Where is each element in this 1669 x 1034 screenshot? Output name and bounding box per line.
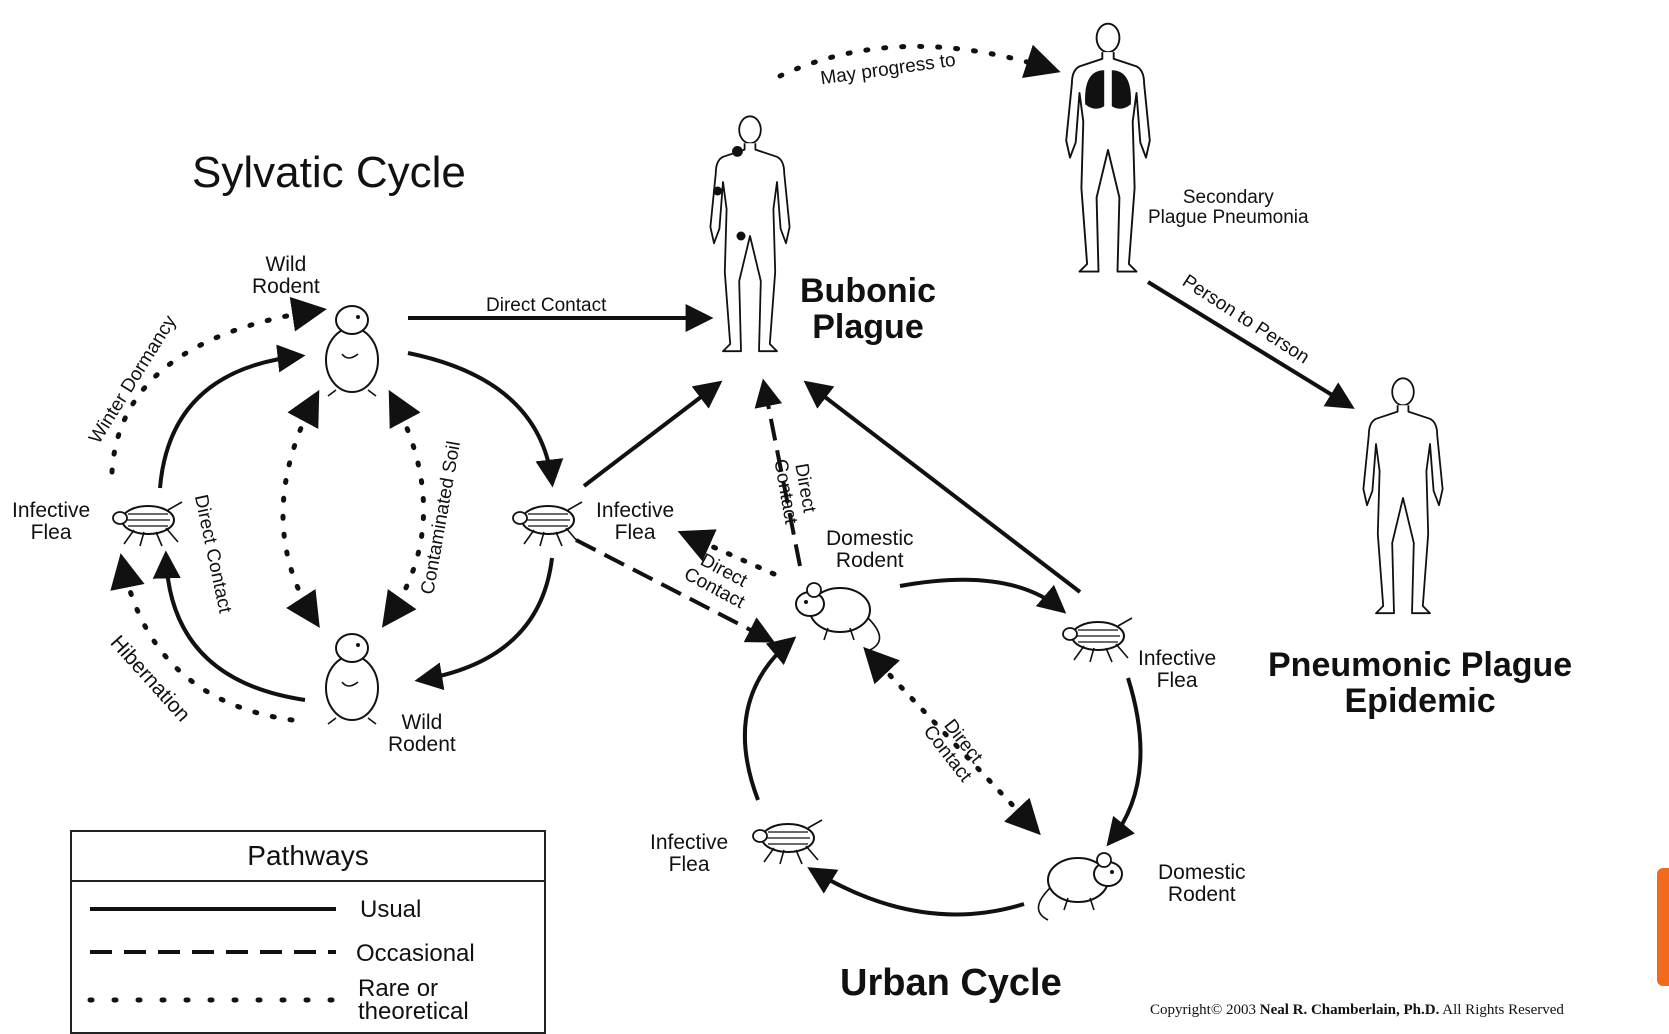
copyright-notice: Copyright© 2003 Neal R. Chamberlain, Ph.… xyxy=(1150,1003,1564,1019)
urban-cycle-title: Urban Cycle xyxy=(840,964,1062,1004)
bubonic-human-figure xyxy=(710,116,789,351)
copyright-author: Neal R. Chamberlain, Ph.D. xyxy=(1260,1002,1440,1018)
domestic-rodent-top-figure xyxy=(796,583,880,650)
flea-to-bubonic-arrow xyxy=(584,384,718,486)
domestic-rodent-top-label: Domestic Rodent xyxy=(826,528,914,572)
legend-usual-label: Usual xyxy=(360,896,421,924)
direct-contact-label-top: Direct Contact xyxy=(486,296,606,316)
wild-rodent-top-label: Wild Rodent xyxy=(252,254,320,298)
legend-title: Pathways xyxy=(72,832,544,882)
pathways-legend: Pathways Usual Occasional Rare or theore… xyxy=(70,830,546,1034)
pneumonic-human-figure xyxy=(1363,378,1442,613)
orange-accent-tab xyxy=(1657,868,1669,986)
wild-rodent-top-figure xyxy=(326,306,378,396)
pneumonic-plague-title: Pneumonic Plague Epidemic xyxy=(1268,648,1572,719)
domestic-rodent-bottom-figure xyxy=(1038,853,1122,920)
wild-rodent-bottom-label: Wild Rodent xyxy=(388,712,456,756)
legend-rare-label: Rare or theoretical xyxy=(358,978,469,1024)
infective-flea-urban-right-label: Infective Flea xyxy=(1138,648,1216,692)
wild-rodent-bottom-figure xyxy=(326,634,378,724)
legend-occasional-label: Occasional xyxy=(356,940,475,968)
copyright-prefix: Copyright© 2003 xyxy=(1150,1002,1256,1018)
copyright-suffix: All Rights Reserved xyxy=(1442,1002,1564,1018)
infective-flea-mid-figure xyxy=(513,502,582,546)
infective-flea-mid-label: Infective Flea xyxy=(596,500,674,544)
person-to-person-arrow xyxy=(1148,282,1350,406)
infective-flea-urban-left-figure xyxy=(753,820,822,864)
secondary-pneumonia-label: Secondary Plague Pneumonia xyxy=(1148,188,1309,228)
infective-flea-urban-right-figure xyxy=(1063,618,1132,662)
infective-flea-urban-left-label: Infective Flea xyxy=(650,832,728,876)
infective-flea-left-figure xyxy=(113,502,182,546)
domestic-rodent-bottom-label: Domestic Rodent xyxy=(1158,862,1246,906)
sylvatic-cycle-title: Sylvatic Cycle xyxy=(192,150,466,196)
secondary-pneumonia-human-figure xyxy=(1066,24,1150,272)
infective-flea-left-label: Infective Flea xyxy=(12,500,90,544)
bubonic-plague-title: Bubonic Plague xyxy=(800,274,936,345)
